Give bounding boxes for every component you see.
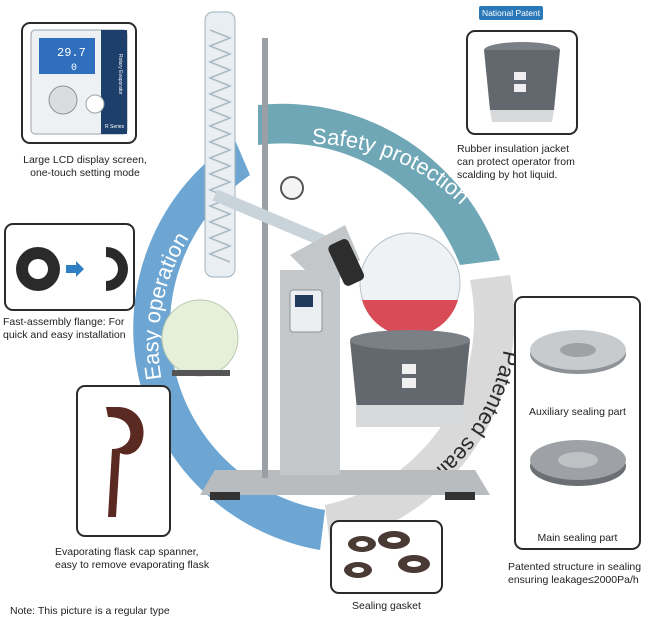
jacket-caption-line2: can protect operator from [457,156,575,168]
structure-caption-line1: Patented structure in sealing [508,561,642,573]
flange-caption: Fast-assembly flange: For quick and easy… [3,316,143,342]
base-platform [200,470,490,495]
arrow-right-icon [66,261,84,277]
bath-label-bottom [402,378,416,388]
spanner-caption-line2: easy to remove evaporating flask [55,559,210,571]
lcd-reading-top: 29.7 [57,46,86,60]
lcd-series-text: R Series [105,124,125,130]
sealing-parts-illustration [530,330,626,486]
condenser-coil [207,29,233,263]
flask-joint [328,239,365,286]
lcd-reading-bottom: 0 [71,63,77,74]
gasket-caption: Sealing gasket [352,600,421,612]
national-patent-badge: National Patent [479,6,543,20]
lcd-caption: Large LCD display screen, one-touch sett… [10,154,160,180]
bath-label-top [402,364,416,374]
lcd-callout-image: 29.7 0 Rotary Evaporator R Series [21,22,137,144]
control-display [295,295,313,307]
spanner-caption: Evaporating flask cap spanner, easy to r… [55,546,215,572]
lcd-caption-line2: one-touch setting mode [30,167,140,179]
lcd-brand-text: Rotary Evaporator [117,54,123,95]
lcd-panel-illustration: 29.7 0 [30,29,128,135]
base-foot-right [445,492,475,500]
sealing-parts-callout: Auxiliary sealing part Main sealing part [514,296,641,550]
gasket-illustration [344,531,430,578]
pressure-gauge [280,176,304,200]
flange-callout-image [4,223,135,311]
structure-caption: Patented structure in sealing ensuring l… [508,561,648,587]
flask-liquid [362,300,458,336]
insulation-jacket-illustration [484,42,560,122]
spanner-callout-image [76,385,171,537]
bath-rim [350,330,470,350]
condenser-column [204,11,236,278]
gasket-callout-image [330,520,443,594]
easy-operation-arc [133,140,325,550]
jacket-caption: Rubber insulation jacket can protect ope… [457,143,587,182]
flange-caption-line2: quick and easy installation [3,329,126,341]
safety-protection-arc [258,103,500,265]
flange-caption-line1: Fast-assembly flange: For [3,316,125,328]
auxiliary-sealing-label: Auxiliary sealing part [529,406,626,418]
flange-illustration [16,247,128,291]
lcd-caption-line1: Large LCD display screen, [23,154,147,166]
spanner-illustration [106,407,144,517]
spanner-caption-line1: Evaporating flask cap spanner, [55,546,199,558]
base-foot-left [210,492,240,500]
main-sealing-label: Main sealing part [537,532,618,544]
support-rod [262,38,268,478]
bath-base [356,405,464,427]
footnote: Note: This picture is a regular type [10,605,170,617]
jacket-callout-image [466,30,578,135]
jacket-caption-line3: scalding by hot liquid. [457,169,558,181]
structure-caption-line2: ensuring leakage≤2000Pa/h [508,574,639,586]
jacket-caption-line1: Rubber insulation jacket [457,143,570,155]
receiving-flask [161,299,239,377]
receiving-flask-clamp [172,370,230,376]
